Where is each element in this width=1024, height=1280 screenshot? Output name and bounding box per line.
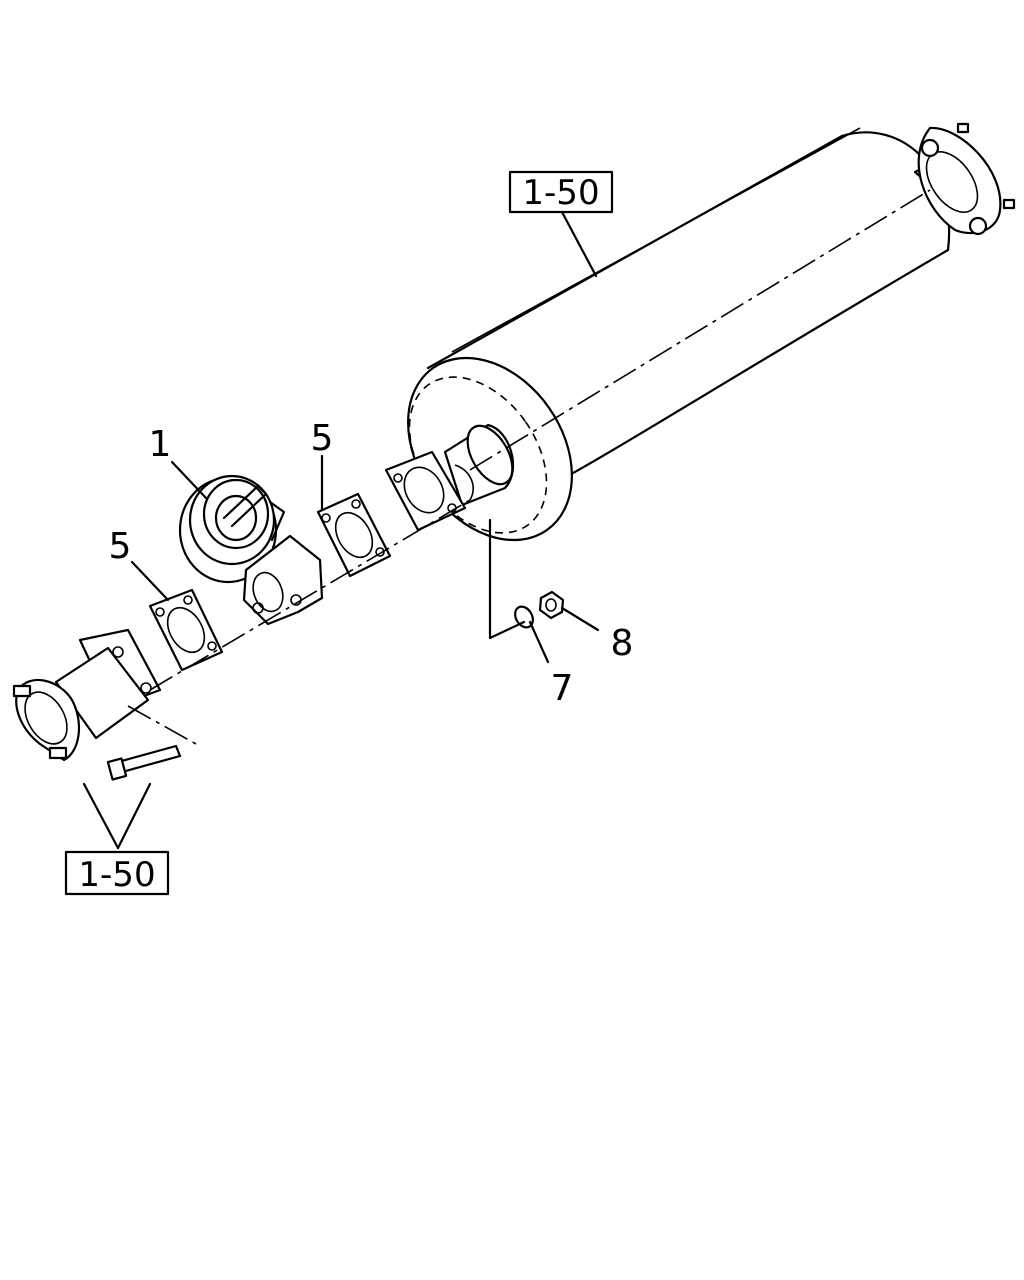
assembly-centerline	[149, 499, 471, 691]
exhaust-brake[interactable]	[178, 474, 324, 626]
ref-box-bottom	[64, 850, 170, 896]
gasket-lower[interactable]	[148, 588, 224, 672]
muffler-inlet-flange[interactable]	[384, 450, 467, 532]
callout-part-7: 7	[551, 668, 574, 709]
gasket-upper[interactable]	[316, 492, 392, 578]
front-pipe[interactable]	[12, 628, 162, 762]
callout-part-1: 1	[149, 424, 172, 465]
ref-label-bottom: 1-50	[78, 855, 155, 895]
callout-part-8: 8	[611, 623, 634, 664]
ref-box-top	[508, 170, 614, 214]
callout-part-5-upper: 5	[311, 418, 334, 459]
nut[interactable]	[538, 590, 565, 620]
ref-label-top: 1-50	[522, 173, 599, 213]
callout-part-5-lower: 5	[109, 526, 132, 567]
muffler[interactable]	[374, 122, 1016, 571]
muffler-centerline	[469, 189, 931, 471]
washer[interactable]	[512, 603, 537, 630]
leader-lines	[82, 210, 600, 850]
bolt[interactable]	[106, 744, 182, 781]
